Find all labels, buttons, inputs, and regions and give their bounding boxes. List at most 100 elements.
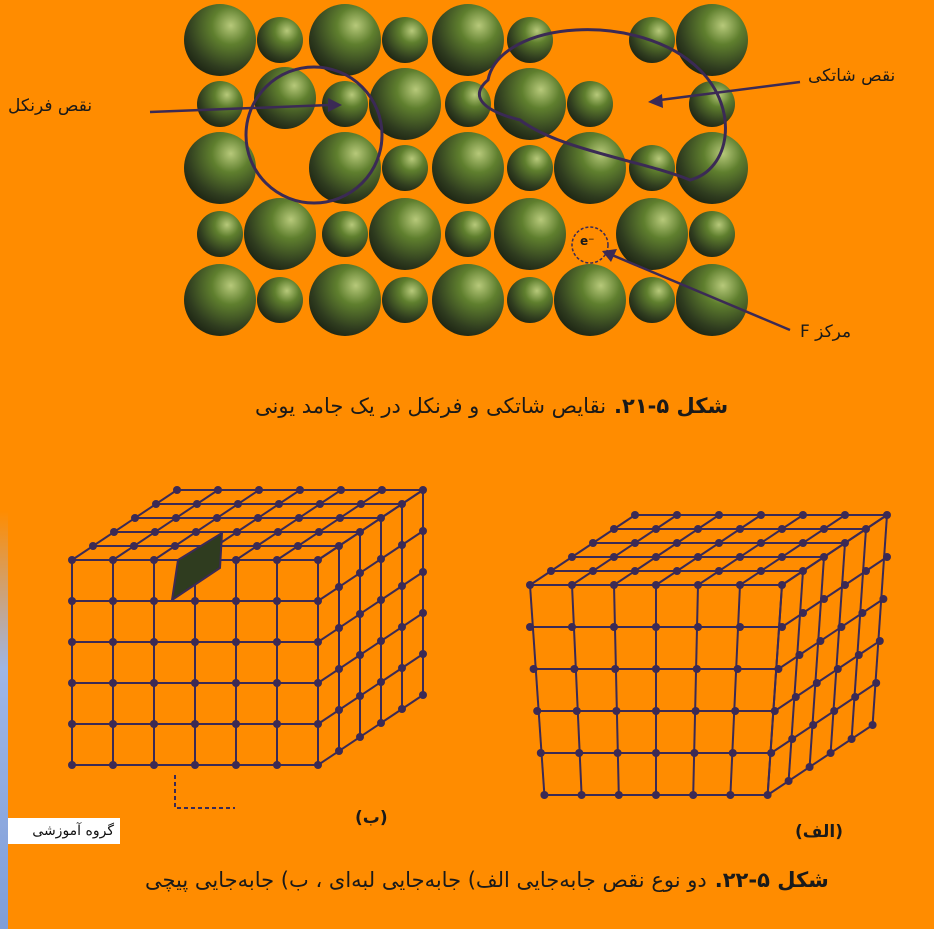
anion-sphere [369,198,441,270]
lattice-line [572,585,582,795]
atom-dot [213,514,221,522]
atom-dot [234,500,242,508]
cation-sphere [689,81,735,127]
atom-dot [232,761,240,769]
atom-dot [151,528,159,536]
atom-dot [273,597,281,605]
lattice-line [768,725,873,795]
atom-dot [690,749,698,757]
atom-dot [356,569,364,577]
atom-dot [692,707,700,715]
atom-dot [694,623,702,631]
anion-sphere [184,4,256,76]
atom-dot [296,486,304,494]
atom-dot [232,679,240,687]
lattice-line [810,557,824,767]
atom-dot [419,527,427,535]
atom-dot [232,638,240,646]
atom-dot [335,583,343,591]
atom-dot [314,597,322,605]
atom-dot [736,581,744,589]
atom-dot [589,539,597,547]
atom-dot [356,651,364,659]
atom-dot [879,595,887,603]
atom-dot [398,623,406,631]
atom-dot [736,553,744,561]
atom-dot [631,539,639,547]
cation-sphere [382,277,428,323]
anion-sphere [369,68,441,140]
atom-dot [788,735,796,743]
atom-dot [68,679,76,687]
atom-dot [377,637,385,645]
lattice-line [277,490,382,560]
atom-dot [316,500,324,508]
anion-sphere [554,264,626,336]
atom-dot [150,720,158,728]
atom-dot [530,665,538,673]
atom-dot [273,679,281,687]
atom-dot [398,664,406,672]
atom-dot [652,707,660,715]
atom-dot [273,720,281,728]
atom-dot [150,679,158,687]
atom-dot [673,511,681,519]
lattice-line [782,515,887,585]
atom-dot [778,581,786,589]
atom-dot [398,500,406,508]
figure-22-number: شکل ۵-۲۲. [715,868,829,892]
atom-dot [232,556,240,564]
lattice-line [236,490,341,560]
atom-dot [729,749,737,757]
atom-dot [673,567,681,575]
atom-dot [715,511,723,519]
atom-dot [377,678,385,686]
atom-dot [335,747,343,755]
atom-dot [68,638,76,646]
atom-dot [526,623,534,631]
atom-dot [398,582,406,590]
atom-dot [652,749,660,757]
lattice-line [852,529,866,739]
atom-dot [693,665,701,673]
atom-dot [841,581,849,589]
atom-dot [68,720,76,728]
cation-sphere [197,211,243,257]
screw-dislocation-crystal [68,486,427,808]
atom-dot [862,567,870,575]
cation-sphere [322,211,368,257]
atom-dot [778,525,786,533]
atom-dot [883,553,891,561]
lattice-line [614,515,719,585]
f-center-label: مرکز F [800,322,851,342]
atom-dot [694,553,702,561]
atom-dot [813,679,821,687]
atom-dot [337,486,345,494]
atom-dot [109,556,117,564]
label-b: (ب) [355,808,388,828]
atom-dot [834,665,842,673]
atom-dot [799,567,807,575]
atom-dot [150,761,158,769]
anion-sphere [676,264,748,336]
atom-dot [356,610,364,618]
atom-dot [192,528,200,536]
atom-dot [694,525,702,533]
atom-dot [827,749,835,757]
atom-dot [631,567,639,575]
anion-sphere [676,4,748,76]
atom-dot [68,556,76,564]
lattice-line [693,585,698,795]
atom-dot [799,609,807,617]
atom-dot [872,679,880,687]
lattice-line [656,515,761,585]
lattice-line [318,695,423,765]
anion-sphere [244,198,316,270]
atom-dot [568,581,576,589]
atom-dot [150,597,158,605]
atom-dot [378,486,386,494]
atom-dot [806,763,814,771]
atom-dot [526,581,534,589]
atom-dot [533,707,541,715]
atom-dot [110,528,118,536]
